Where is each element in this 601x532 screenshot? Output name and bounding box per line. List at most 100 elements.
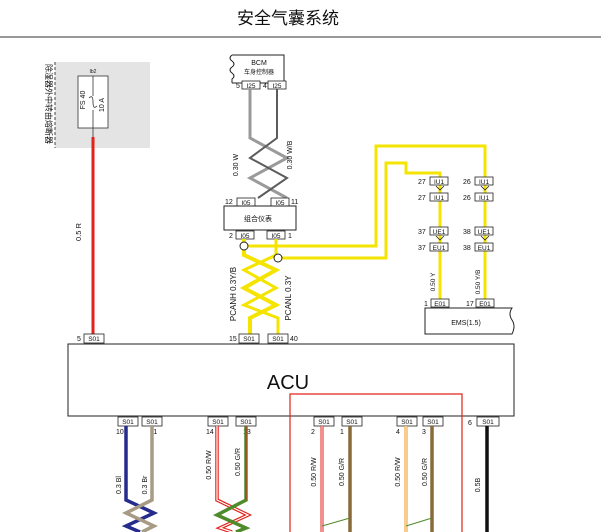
acu-pin-6-num: 6: [468, 420, 472, 427]
acu-module-box: [67, 343, 515, 417]
splice-point-low: [273, 253, 283, 263]
acu-top-pins: 5 S01 15 S01 S01 40: [77, 333, 298, 344]
acu-pin-2-num: 2: [311, 429, 315, 436]
bcm-subtitle: 车身控制器: [244, 68, 274, 76]
acu-pin-3-conn: S01: [427, 419, 439, 426]
acu-pin-15-conn: S01: [243, 336, 255, 343]
ems-pin-1-conn: E01: [434, 301, 446, 308]
ems-pin-17-conn: E01: [479, 301, 491, 308]
iu1-27-bot-num: 27: [418, 195, 426, 202]
cluster-pin-12-num: 12: [225, 199, 233, 206]
acu-pin-6-conn: S01: [482, 419, 494, 426]
cluster-name: 组合仪表: [244, 214, 272, 223]
acu-pin-11-conn: S01: [146, 419, 158, 426]
wire-br-label: 0.3 Br: [142, 475, 149, 494]
acu-pin-1-num: 1: [340, 429, 344, 436]
ue1-38-top-conn: UE1: [478, 229, 491, 236]
eu1-37-bot-num: 37: [418, 245, 426, 252]
iu1-26-bot-conn: IU1: [479, 195, 490, 202]
acu-pin-14-num: 14: [206, 429, 214, 436]
eu1-38-bot-num: 38: [463, 245, 471, 252]
can-bus-wiring: PCANH 0.3Y/B PCANL 0.3Y: [229, 144, 487, 334]
can-high-label: PCANH 0.3Y/B: [229, 267, 238, 321]
acu-pin-10-num: 10: [116, 429, 124, 436]
bcm-pin-5-num: 5: [236, 83, 240, 90]
power-wire: 0.5 R: [74, 137, 95, 334]
iu1-27-top-conn: IU1: [434, 179, 445, 186]
bcm-pin-4-conn: I25: [272, 83, 281, 90]
iu1-26-top-num: 26: [463, 179, 471, 186]
acu-pin-4-conn: S01: [401, 419, 413, 426]
page-title: 安全气囊系统: [237, 9, 339, 28]
bcm-pin-4-num: 4: [263, 83, 267, 90]
acu-pin-10-conn: S01: [122, 419, 134, 426]
acu-pin-40-num: 40: [290, 336, 298, 343]
fuse-amp-label: 10 A: [99, 98, 106, 112]
wire-rw3-label: 0.50 R/W: [395, 457, 402, 487]
wire-rw1-label: 0.50 R/W: [206, 450, 213, 480]
cluster-pin-1-conn: I05: [271, 233, 280, 240]
wire-rw2-label: 0.50 R/W: [311, 457, 318, 487]
bcm-wire-wb-label: 0.30 W/B: [287, 140, 294, 169]
eu1-38-bot-conn: EU1: [478, 245, 491, 252]
chevron-down-icon: [480, 185, 490, 191]
bcm-module: BCM 车身控制器 5 I25 4 I25: [229, 54, 287, 90]
acu-pin-40-conn: S01: [272, 336, 284, 343]
bottom-harness-wires: 0.3 Bl 0.3 Br 0.50 R/W 0.50 G/R 0.50 R/W…: [116, 426, 489, 532]
ems-wiring: 0.50 Y 0.50 Y/B 27 IU1 27 IU1 37 UE1 37 …: [404, 170, 515, 335]
bcm-pin-5-conn: I25: [246, 83, 255, 90]
acu-name: ACU: [267, 372, 309, 394]
acu-pin-4-num: 4: [396, 429, 400, 436]
acu-pin-5-conn: S01: [88, 336, 100, 343]
cluster-pin-1-num: 1: [288, 233, 292, 240]
chevron-down-icon: [435, 185, 445, 191]
cluster-pin-11-num: 11: [291, 199, 298, 206]
splice-point-high: [239, 241, 249, 251]
chevron-down-icon: [480, 235, 490, 241]
can-low-label: PCANL 0.3Y: [284, 275, 293, 321]
acu-pin-13-conn: S01: [240, 419, 252, 426]
acu-pin-15-num: 15: [229, 336, 237, 343]
ue1-38-top-num: 38: [463, 229, 471, 236]
cluster-pin-2-conn: I05: [240, 233, 249, 240]
ems-module-box: [424, 307, 515, 335]
fuse-label: FS 40: [80, 91, 87, 110]
wire-gr3-label: 0.50 G/R: [422, 458, 429, 486]
wire-bl-label: 0.3 Bl: [116, 476, 123, 494]
acu-bottom-pins: S01 10 S01 11 S01 14 S01 13 S01 2 S01 1 …: [116, 416, 500, 436]
ue1-37-top-conn: UE1: [433, 229, 446, 236]
acu-pin-14-conn: S01: [212, 419, 224, 426]
bcm-name: BCM: [251, 60, 267, 67]
iu1-26-bot-num: 26: [463, 195, 471, 202]
bcm-twisted-pair: 0.30 W 0.30 W/B: [233, 89, 294, 200]
wire-gr1-label: 0.50 G/R: [235, 448, 242, 476]
ems-pin-17-num: 17: [466, 301, 474, 308]
ems-name: EMS(1.5): [451, 320, 481, 327]
fuse-box-caption: 除湿器外中转由熔断器: [44, 64, 54, 144]
cluster-pin-2-num: 2: [229, 233, 233, 240]
iu1-26-top-conn: IU1: [479, 179, 490, 186]
fuse-box: 除湿器外中转由熔断器 Ib2 FS 40 10 A: [44, 62, 150, 148]
ems-wire-yb-label: 0.50 Y/B: [475, 270, 482, 295]
cluster-pin-11-conn: I05: [275, 200, 284, 207]
instrument-cluster: 12 I05 I05 11 组合仪表 2 I05 I05 1: [223, 197, 298, 240]
chevron-down-icon: [435, 235, 445, 241]
bcm-wire-w-label: 0.30 W: [233, 154, 240, 177]
acu-pin-5-num: 5: [77, 336, 81, 343]
acu-pin-2-conn: S01: [318, 419, 330, 426]
fuse-icon: [88, 96, 98, 108]
eu1-37-bot-conn: EU1: [433, 245, 446, 252]
wire-gr2-label: 0.50 G/R: [339, 458, 346, 486]
wire-b-label: 0.5B: [475, 477, 482, 492]
iu1-27-bot-conn: IU1: [434, 195, 445, 202]
ems-pin-1-num: 1: [424, 301, 428, 308]
ue1-37-top-num: 37: [418, 229, 426, 236]
ems-wire-y-label: 0.50 Y: [430, 272, 437, 291]
acu-pin-3-num: 3: [422, 429, 426, 436]
acu-pin-1-conn: S01: [346, 419, 358, 426]
harness-highlight: [289, 393, 463, 532]
power-wire-label: 0.5 R: [74, 222, 83, 241]
cluster-pin-12-conn: I05: [241, 200, 250, 207]
iu1-27-top-num: 27: [418, 179, 426, 186]
